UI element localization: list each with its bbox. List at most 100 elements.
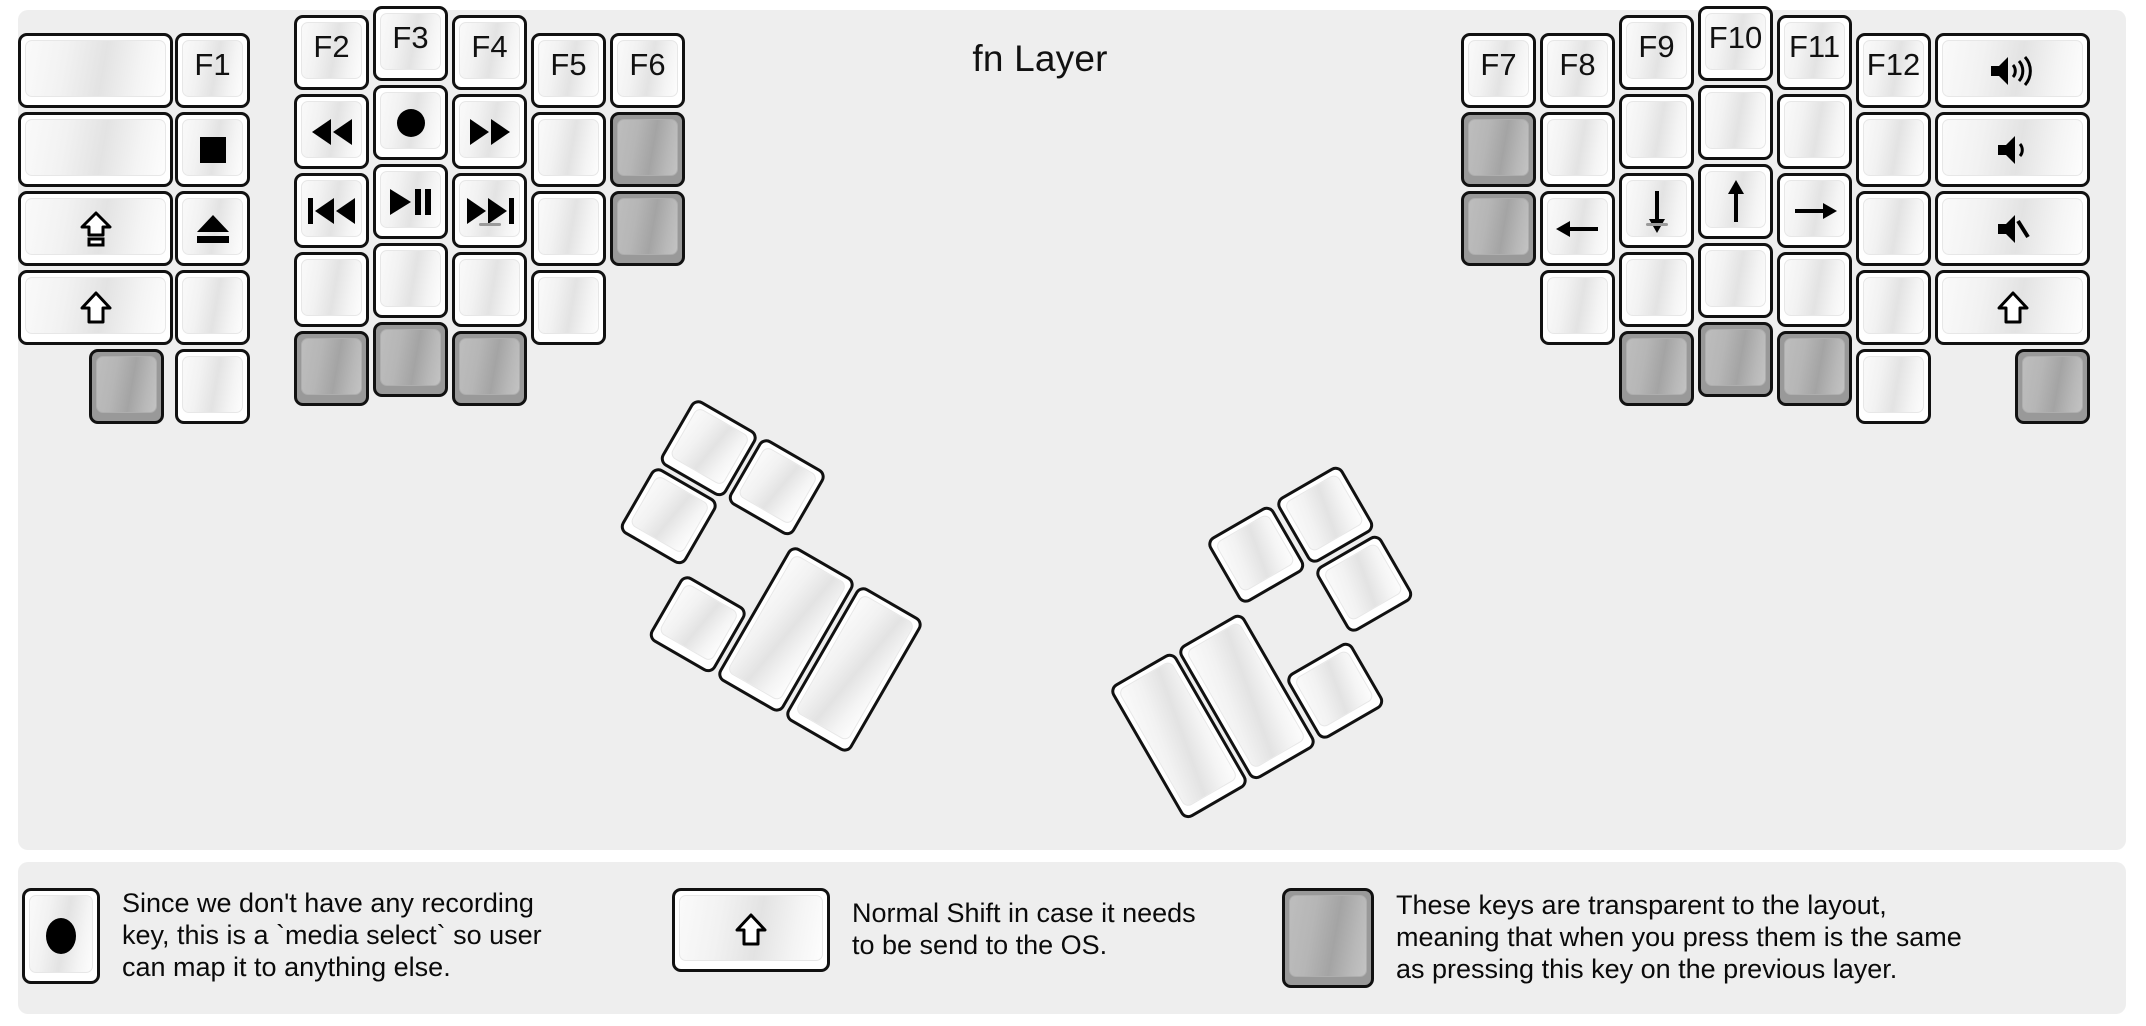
key-left-col-pinky-outer-r5[interactable] xyxy=(89,349,164,424)
key-right-col-pinky-outer-r4[interactable] xyxy=(1935,270,2090,345)
key-left-col-ring-r5[interactable] xyxy=(294,331,369,406)
keycap-face xyxy=(1784,259,1845,316)
key-left-col-ring-r4[interactable] xyxy=(294,252,369,327)
key-right-col-inner-r3[interactable] xyxy=(1540,191,1615,266)
key-left-col-inner-r4[interactable] xyxy=(531,270,606,345)
keycap-face xyxy=(1863,277,1924,334)
key-left-col-ring-r1[interactable]: F2 xyxy=(294,15,369,90)
key-left-col-ring-r2[interactable] xyxy=(294,94,369,169)
key-right-col-middle-r3[interactable] xyxy=(1698,164,1773,239)
key-left-col-middle-r5[interactable] xyxy=(373,322,448,397)
legend-key-2 xyxy=(672,888,830,972)
key-left-col-middle-r2[interactable] xyxy=(373,85,448,160)
key-right-col-inner-r4[interactable] xyxy=(1540,270,1615,345)
keycap-face xyxy=(1547,198,1608,255)
key-right-col-index-r4[interactable] xyxy=(1619,252,1694,327)
keycap-face xyxy=(538,198,599,255)
key-left-col-pinky-r3[interactable] xyxy=(175,191,250,266)
key-left-col-inner2-r3[interactable] xyxy=(610,191,685,266)
key-right-col-inner-r2[interactable] xyxy=(1540,112,1615,187)
keycap-face xyxy=(29,895,93,973)
key-left-col-inner-r2[interactable] xyxy=(531,112,606,187)
key-right-col-inner-r1[interactable]: F8 xyxy=(1540,33,1615,108)
key-left-col-index-r4[interactable] xyxy=(452,252,527,327)
keycap-face xyxy=(459,22,520,79)
key-left-col-pinky-r5[interactable] xyxy=(175,349,250,424)
key-left-col-middle-r4[interactable] xyxy=(373,243,448,318)
keycap-face xyxy=(1289,895,1367,977)
key-right-col-index-r1[interactable]: F9 xyxy=(1619,15,1694,90)
key-left-col-inner-r3[interactable] xyxy=(531,191,606,266)
key-left-col-inner2-r2[interactable] xyxy=(610,112,685,187)
key-right-col-inner2-r1[interactable]: F7 xyxy=(1461,33,1536,108)
key-right-col-pinky-outer-r5[interactable] xyxy=(2015,349,2090,424)
key-right-col-ring-r5[interactable] xyxy=(1777,331,1852,406)
keycap-face xyxy=(1547,119,1608,176)
key-left-col-ring-r3[interactable] xyxy=(294,173,369,248)
key-left-col-pinky-outer-r3[interactable] xyxy=(18,191,173,266)
legend-panel xyxy=(18,862,2126,1014)
keycap-face xyxy=(1626,101,1687,158)
key-left-col-pinky-r4[interactable] xyxy=(175,270,250,345)
key-right-col-ring-r2[interactable] xyxy=(1777,94,1852,169)
key-right-col-middle-r4[interactable] xyxy=(1698,243,1773,318)
key-left-col-pinky-outer-r2[interactable] xyxy=(18,112,173,187)
keycap-face xyxy=(679,895,823,961)
keycap-face xyxy=(182,277,243,334)
keycap-face xyxy=(1705,92,1766,149)
legend-text-2: Normal Shift in case it needs to be send… xyxy=(852,898,1196,960)
key-right-col-middle-r5[interactable] xyxy=(1698,322,1773,397)
key-left-col-pinky-outer-r1[interactable] xyxy=(18,33,173,108)
keycap-face xyxy=(182,40,243,97)
key-right-col-pinky-outer-r2[interactable] xyxy=(1935,112,2090,187)
homing-bar xyxy=(1645,223,1668,226)
key-right-col-pinky-r5[interactable] xyxy=(1856,349,1931,424)
key-left-col-inner2-r1[interactable]: F6 xyxy=(610,33,685,108)
keycap-face xyxy=(25,40,166,97)
key-left-col-middle-r1[interactable]: F3 xyxy=(373,6,448,81)
keycap-face xyxy=(25,198,166,255)
key-left-col-index-r3[interactable] xyxy=(452,173,527,248)
keycap-face xyxy=(1863,40,1924,97)
keycap-face xyxy=(1784,180,1845,237)
keycap-face xyxy=(1626,259,1687,316)
key-right-col-index-r5[interactable] xyxy=(1619,331,1694,406)
key-right-col-inner2-r2[interactable] xyxy=(1461,112,1536,187)
legend-keycap-1 xyxy=(22,888,100,984)
key-right-col-pinky-r3[interactable] xyxy=(1856,191,1931,266)
key-right-col-index-r3[interactable] xyxy=(1619,173,1694,248)
key-left-col-middle-r3[interactable] xyxy=(373,164,448,239)
key-right-col-pinky-r4[interactable] xyxy=(1856,270,1931,345)
key-right-col-pinky-r2[interactable] xyxy=(1856,112,1931,187)
key-left-col-inner-r1[interactable]: F5 xyxy=(531,33,606,108)
key-right-col-inner2-r3[interactable] xyxy=(1461,191,1536,266)
key-right-col-ring-r1[interactable]: F11 xyxy=(1777,15,1852,90)
keycap-face xyxy=(182,198,243,255)
keycap-face xyxy=(182,356,243,413)
legend-item-2: Normal Shift in case it needs to be send… xyxy=(672,888,1196,972)
keycap-face xyxy=(538,277,599,334)
key-right-col-pinky-r1[interactable]: F12 xyxy=(1856,33,1931,108)
keycap-face xyxy=(2022,356,2083,413)
key-left-col-index-r5[interactable] xyxy=(452,331,527,406)
key-left-col-pinky-outer-r4[interactable] xyxy=(18,270,173,345)
key-left-col-pinky-r1[interactable]: F1 xyxy=(175,33,250,108)
keyboard-panel xyxy=(18,10,2126,850)
key-left-col-index-r1[interactable]: F4 xyxy=(452,15,527,90)
keycap-face xyxy=(1942,277,2083,334)
keycap-face xyxy=(301,259,362,316)
key-right-col-middle-r1[interactable]: F10 xyxy=(1698,6,1773,81)
key-right-col-index-r2[interactable] xyxy=(1619,94,1694,169)
key-right-col-middle-r2[interactable] xyxy=(1698,85,1773,160)
key-right-col-pinky-outer-r1[interactable] xyxy=(1935,33,2090,108)
keycap-face xyxy=(1942,119,2083,176)
key-left-col-pinky-r2[interactable] xyxy=(175,112,250,187)
key-right-col-ring-r4[interactable] xyxy=(1777,252,1852,327)
key-right-col-ring-r3[interactable] xyxy=(1777,173,1852,248)
keycap-face xyxy=(380,250,441,307)
key-right-col-pinky-outer-r3[interactable] xyxy=(1935,191,2090,266)
keycap-face xyxy=(1626,22,1687,79)
keycap-face xyxy=(617,40,678,97)
keycap-face xyxy=(538,40,599,97)
key-left-col-index-r2[interactable] xyxy=(452,94,527,169)
